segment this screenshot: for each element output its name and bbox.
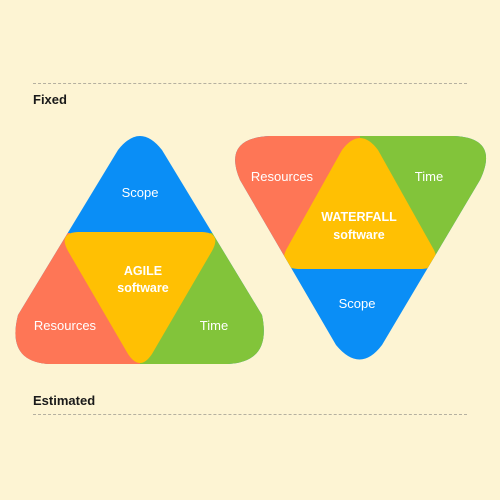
fixed-label: Fixed xyxy=(33,92,67,107)
waterfall-time-label: Time xyxy=(415,169,443,184)
waterfall-scope-label: Scope xyxy=(339,296,376,311)
waterfall-center-title: WATERFALL xyxy=(321,210,397,224)
agile-center-subtitle: software xyxy=(117,281,168,295)
bottom-divider xyxy=(33,414,467,415)
agile-scope-label: Scope xyxy=(122,185,159,200)
top-divider xyxy=(33,83,467,84)
waterfall-center-subtitle: software xyxy=(333,228,384,242)
waterfall-center-segment xyxy=(283,138,437,269)
estimated-label: Estimated xyxy=(33,393,96,408)
agile-resources-label: Resources xyxy=(34,318,97,333)
waterfall-triangle xyxy=(235,136,487,360)
agile-time-label: Time xyxy=(200,318,228,333)
agile-center-segment xyxy=(64,232,216,363)
agile-center-title: AGILE xyxy=(124,264,162,278)
waterfall-resources-label: Resources xyxy=(251,169,314,184)
